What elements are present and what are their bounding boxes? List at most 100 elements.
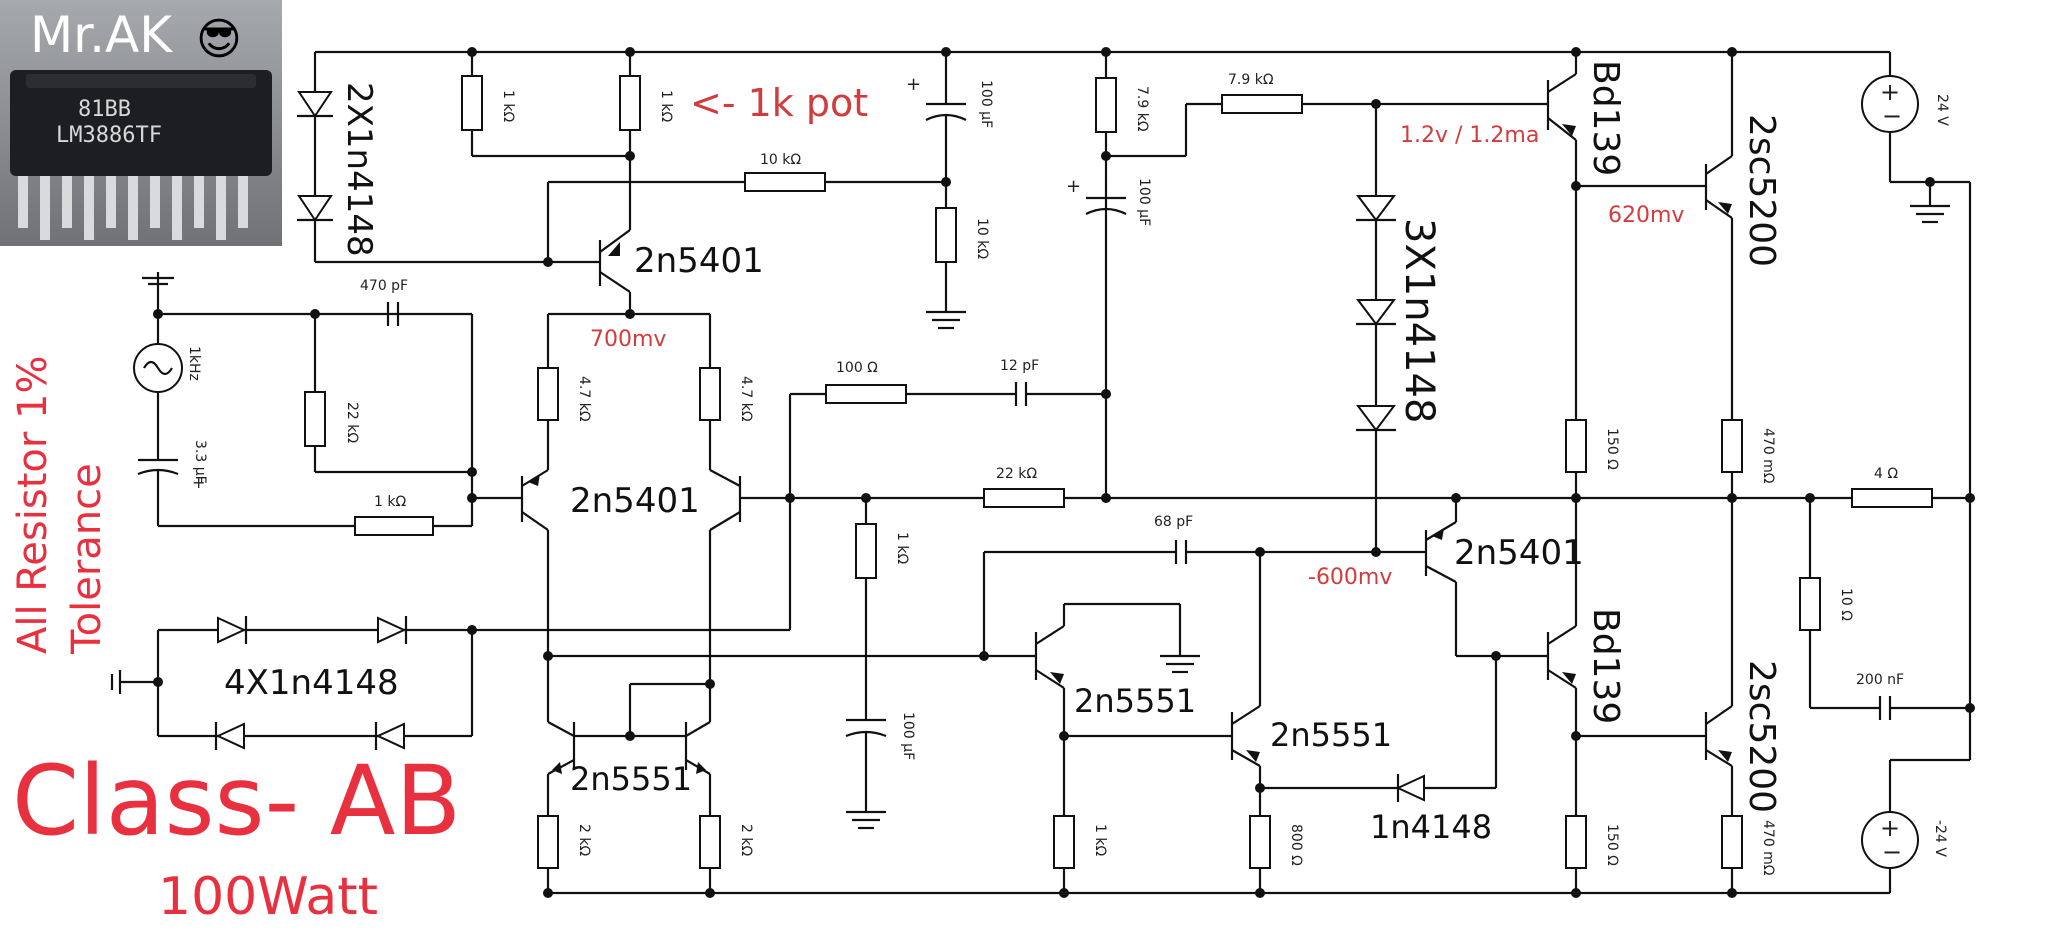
value-label: 7.9 kΩ	[1228, 72, 1274, 88]
output-network: 4 Ω 10 Ω 200 nF	[1799, 466, 1970, 720]
value-label: 1 kΩ	[1092, 824, 1108, 856]
chip-pins	[18, 176, 248, 240]
resistor-1k-c: 1 kΩ 100 µF	[845, 498, 916, 830]
author-name: Mr.AK	[30, 6, 173, 64]
value-label: 10 kΩ	[760, 152, 801, 168]
value-label: 3.3 µF	[192, 440, 208, 484]
plus-sign: +	[906, 74, 921, 95]
transistor-q-top: 2n5401	[548, 229, 764, 314]
transistor-label: 2n5551	[1270, 716, 1392, 754]
value-label: 100 µF	[978, 80, 994, 128]
diode-1n4148: 1n4148	[1260, 656, 1498, 846]
transistor-label: Bd139	[1585, 60, 1626, 176]
value-label: 1 kΩ	[500, 90, 516, 122]
chip-badge: Mr.AK 😎 81BB LM3886TF	[0, 0, 282, 246]
value-label: 12 pF	[1000, 358, 1039, 374]
diodes-4x1n4148: 4X1n4148	[110, 616, 790, 750]
diode-label: 1n4148	[1370, 808, 1492, 846]
value-label: 10 Ω	[1838, 588, 1854, 621]
pot-annotation: <- 1k pot	[690, 81, 868, 125]
cap-68pf: 68 pF	[982, 514, 1426, 656]
value-label: 1 kΩ	[658, 90, 674, 122]
transistor-vas2: 2n5551 800 Ω	[1064, 552, 1392, 893]
diff-pair: 4.7 kΩ 4.7 kΩ 2n5401	[520, 312, 790, 722]
transistor-label: 2n5401	[1454, 533, 1584, 573]
transistor-vas1: 2n5551 1 kΩ	[984, 602, 1200, 893]
transistor-label: 2n5551	[570, 760, 692, 798]
minus-sign: −	[1882, 838, 1902, 866]
junction-dots	[153, 47, 1975, 898]
supply-neg-24v: + − -24 V	[1861, 760, 1948, 893]
cap-100uf-b: + 100 µF	[1066, 176, 1152, 226]
transistor-label: 2n5401	[570, 481, 700, 521]
value-label: 24 V	[1934, 94, 1950, 126]
diodes-label: 3X1n4148	[1396, 218, 1442, 423]
supply-pos-24v: + − 24 V	[1861, 52, 1950, 224]
current-mirror: 2n5551 2 kΩ 2 kΩ	[537, 654, 984, 893]
chip-marking-2: LM3886TF	[56, 123, 162, 148]
diodes-2x1n4148: 2X1n4148	[297, 52, 545, 264]
value-label: 470 mΩ	[1760, 428, 1776, 484]
chip-marking-1: 81BB	[78, 97, 131, 122]
resistor-10k-h: 10 kΩ	[546, 152, 946, 262]
value-label: 1 kΩ	[894, 532, 910, 564]
v620-annotation: 620mv	[1608, 203, 1684, 228]
value-label: 68 pF	[1154, 514, 1193, 530]
transistor-q-pnp-right: 2n5401	[1424, 498, 1584, 658]
value-label: 4.7 kΩ	[738, 376, 754, 422]
value-label: 7.9 kΩ	[1134, 86, 1150, 132]
transistor-bd139-bottom: Bd139 150 Ω	[1496, 498, 1626, 893]
note-line-2: Tolerance	[64, 463, 110, 655]
value-label: 150 Ω	[1604, 824, 1620, 866]
value-label: -24 V	[1932, 820, 1948, 857]
value-label: 2 kΩ	[738, 824, 754, 856]
emoji-icon: 😎	[196, 14, 242, 65]
plus-sign: +	[1066, 176, 1081, 197]
value-label: 100 Ω	[836, 360, 878, 376]
resistor-10k-v: 10 kΩ	[926, 182, 990, 330]
diodes-3x1n4148: 3X1n4148	[1356, 104, 1442, 548]
minus-sign: −	[1882, 102, 1902, 130]
page-subtitle: 100Watt	[158, 867, 378, 927]
transistor-2sc5200-top: 2sc5200	[1576, 52, 1782, 420]
cap-470pf: 470 pF 22 kΩ	[304, 278, 474, 498]
cap-100uf-a: + 100 µF	[906, 52, 994, 182]
value-label: 470 mΩ	[1760, 820, 1776, 876]
plus-sign: +	[1880, 78, 1900, 106]
value-label: 1 kΩ	[374, 494, 406, 510]
transistor-label: 2n5551	[1074, 682, 1196, 720]
value-label: 150 Ω	[1604, 428, 1620, 470]
value-label: 10 kΩ	[974, 218, 990, 259]
value-label: 200 nF	[1856, 672, 1904, 688]
transistor-bd139-top: Bd139	[1546, 52, 1626, 420]
diodes-label: 2X1n4148	[339, 82, 379, 257]
value-label: 22 kΩ	[344, 402, 360, 443]
transistor-2sc5200-bottom: 2sc5200 470 mΩ	[1576, 498, 1782, 893]
value-label: 800 Ω	[1288, 824, 1304, 866]
v700-annotation: 700mv	[590, 327, 666, 352]
vneg600-annotation: -600mv	[1308, 565, 1392, 590]
input-source: 1kHz + 3.3 µF 1 kΩ	[133, 272, 522, 536]
value-label: 22 kΩ	[996, 466, 1037, 482]
resistor-150-a: 150 Ω	[1565, 419, 1620, 498]
resistor-470m-a: 470 mΩ	[1721, 419, 1776, 498]
value-label: 4 Ω	[1874, 466, 1898, 482]
feedback-network: 100 Ω 12 pF 22 kΩ	[788, 182, 1890, 630]
diodes-label: 4X1n4148	[224, 663, 399, 703]
transistor-label: 2n5401	[634, 241, 764, 281]
value-label: 2 kΩ	[576, 824, 592, 856]
value-label: 470 pF	[360, 278, 408, 294]
page-title: Class- AB	[12, 745, 461, 857]
value-label: 1kHz	[186, 346, 202, 381]
resistor-1k-pot: 1 kΩ	[619, 52, 674, 230]
resistor-1k-a: 1 kΩ	[461, 52, 630, 158]
resistor-7-9k-v: 7.9 kΩ 7.9 kΩ	[1095, 52, 1548, 182]
value-label: 100 µF	[900, 712, 916, 760]
note-line-1: All Resistor 1%	[10, 356, 56, 654]
value-label: 100 µF	[1136, 178, 1152, 226]
value-label: 4.7 kΩ	[576, 376, 592, 422]
plus-sign: +	[1880, 814, 1900, 842]
v12-annotation: 1.2v / 1.2ma	[1400, 123, 1539, 148]
tolerance-note: All Resistor 1% Tolerance	[10, 356, 110, 655]
